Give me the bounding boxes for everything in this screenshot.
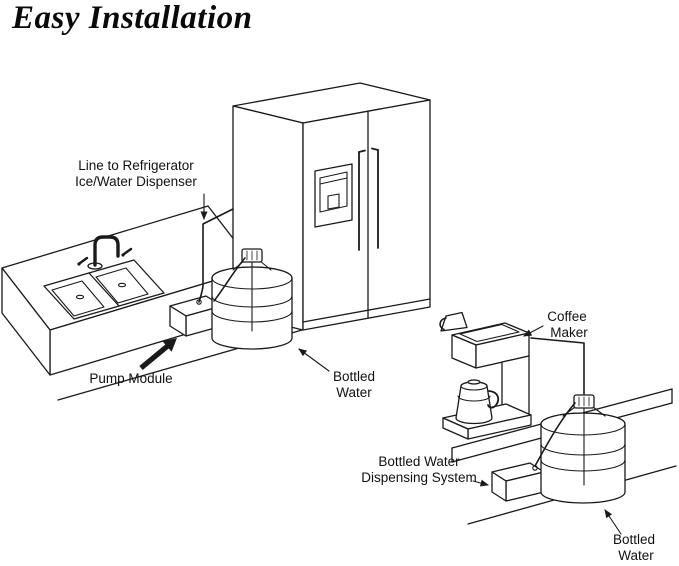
coffee-maker bbox=[440, 313, 531, 440]
label-bottled-2: Bottled bbox=[613, 532, 655, 547]
coffee-scene: Coffee Maker Bottled Water Dispensing Sy… bbox=[361, 309, 676, 563]
dispensing-pump bbox=[492, 463, 544, 501]
label-line-to-refrigerator: Line to Refrigerator bbox=[78, 158, 194, 173]
pitcher bbox=[441, 313, 467, 332]
leader-arrow-bottled-water-2 bbox=[605, 510, 621, 534]
label-pump-module: Pump Module bbox=[89, 371, 172, 386]
faucet-knob-right bbox=[121, 253, 124, 256]
leader-arrow-coffee-maker bbox=[524, 326, 543, 336]
tube-to-coffee-maker bbox=[531, 338, 584, 394]
faucet-knob-left bbox=[77, 262, 80, 265]
label-dispensing-system: Dispensing System bbox=[361, 470, 477, 485]
bottled-water-jug-2 bbox=[541, 395, 625, 503]
label-maker: Maker bbox=[550, 325, 588, 340]
label-coffee: Coffee bbox=[547, 309, 587, 324]
label-water: Water bbox=[336, 385, 372, 400]
label-water-2: Water bbox=[618, 548, 654, 563]
carafe-body bbox=[456, 382, 492, 424]
label-bottled-water-system: Bottled Water bbox=[378, 454, 460, 469]
label-bottled: Bottled bbox=[333, 369, 375, 384]
label-ice-water-dispenser: Ice/Water Dispenser bbox=[75, 174, 197, 189]
carafe-lid-knob bbox=[468, 380, 480, 384]
jug2-body bbox=[541, 413, 625, 503]
leader-arrow-bottled-water bbox=[299, 349, 329, 371]
fridge-front-face bbox=[303, 100, 430, 330]
main-scene: Line to Refrigerator Ice/Water Dispenser… bbox=[2, 83, 430, 400]
